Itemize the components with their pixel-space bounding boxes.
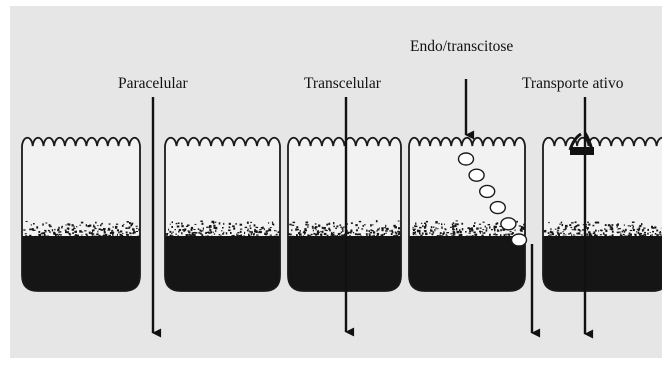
epithelial-cell-5	[541, 138, 662, 296]
epithelial-cells	[20, 138, 662, 296]
epithelial-cell-2	[163, 138, 282, 296]
vesicle-3	[480, 185, 495, 197]
vesicle-5	[501, 218, 516, 230]
label-endo-transcytosis: Endo/transcitose	[410, 38, 513, 55]
epithelial-cell-1	[20, 138, 142, 296]
diagram-labels: Paracelular Transcelular Endo/transcitos…	[118, 38, 624, 92]
vesicle-6	[512, 234, 527, 246]
epithelial-cell-3	[286, 138, 403, 296]
label-transcellular: Transcelular	[304, 75, 382, 92]
vesicle-2	[469, 169, 484, 181]
vesicle-4	[490, 202, 505, 214]
label-paracellular: Paracelular	[118, 75, 189, 92]
label-active-transport: Transporte ativo	[522, 75, 624, 92]
vesicle-1	[459, 153, 474, 165]
